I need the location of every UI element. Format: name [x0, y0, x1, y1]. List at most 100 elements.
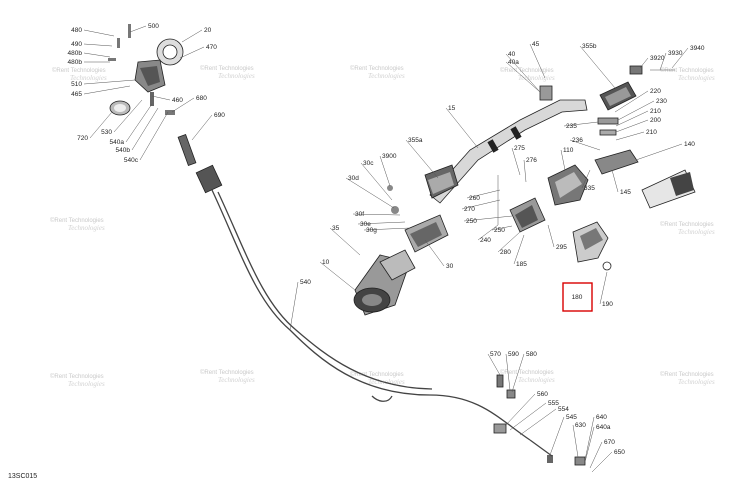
callout-545: 545: [566, 414, 577, 421]
watermark-line2: Technologies: [678, 74, 715, 82]
callout-35: 35: [332, 225, 340, 232]
leader-680: [171, 97, 195, 113]
leader-540b: [131, 107, 159, 151]
callout-236: 236: [572, 137, 583, 144]
leader-260: [466, 189, 501, 199]
leader-530: [113, 99, 143, 133]
housing-180-face: [580, 228, 603, 250]
leader-30d: [345, 177, 395, 209]
callout-580: 580: [526, 351, 537, 358]
leader-40a: [505, 61, 541, 93]
leader-275: [511, 147, 521, 176]
callout-560: 560: [537, 391, 548, 398]
pin-460: [150, 92, 154, 106]
callout-30e: 30e: [360, 221, 371, 228]
leader-510: [83, 79, 136, 85]
highlighted-callout-label: 180: [572, 294, 583, 301]
watermark-line2: Technologies: [68, 224, 105, 232]
callout-470: 470: [206, 44, 217, 51]
callout-640a: 640a: [596, 424, 611, 431]
callout-490: 490: [71, 41, 82, 48]
callout-295: 295: [556, 244, 567, 251]
lever-140: [594, 149, 639, 175]
callout-540: 540: [300, 279, 311, 286]
callout-40a: 40a: [508, 59, 519, 66]
callout-10: 10: [322, 259, 330, 266]
washer-200: [599, 129, 617, 136]
leader-45: [529, 43, 546, 79]
callout-335: 335: [584, 185, 595, 192]
leader-250b: [491, 225, 513, 231]
callout-630: 630: [575, 422, 586, 429]
leader-540c: [139, 111, 169, 161]
callout-720: 720: [77, 135, 88, 142]
watermark-line2: Technologies: [368, 72, 405, 80]
ring-inner: [162, 44, 178, 60]
watermark-line1: ©Rent Technologies: [50, 217, 104, 224]
callout-140: 140: [684, 141, 695, 148]
callout-185: 185: [516, 261, 527, 268]
leader-630: [572, 424, 579, 458]
leader-210b: [615, 131, 645, 141]
clamp-40: [539, 85, 553, 101]
watermark-line1: ©Rent Technologies: [200, 369, 254, 376]
leader-590: [505, 353, 511, 391]
leader-200: [615, 119, 649, 133]
callout-200: 200: [650, 117, 661, 124]
leader-30c: [360, 162, 393, 201]
leader-3930: [659, 52, 667, 71]
leader-490: [83, 43, 113, 47]
callout-680: 680: [196, 95, 207, 102]
callout-460: 460: [172, 97, 183, 104]
leader-30e: [357, 221, 406, 225]
leader-185: [513, 234, 525, 265]
watermark-line1: ©Rent Technologies: [350, 371, 404, 378]
callout-480: 480: [71, 27, 82, 34]
cover-inner: [114, 104, 126, 112]
lever-assembly-top-left: [108, 24, 223, 194]
callout-210: 210: [650, 108, 661, 115]
drawing-code: 13SC015: [8, 473, 37, 480]
master-cylinder-clamp: [379, 249, 416, 281]
right-control-group: [497, 117, 696, 271]
leader-480b: [83, 52, 111, 58]
switch-housing-left: [387, 185, 449, 253]
callout-500: 500: [148, 23, 159, 30]
callout-40: 40: [508, 51, 516, 58]
leader-554: [519, 408, 557, 436]
callout-280: 280: [500, 249, 511, 256]
callout-230: 230: [656, 98, 667, 105]
callout-270: 270: [464, 206, 475, 213]
callout-45: 45: [532, 41, 540, 48]
leader-250: [463, 215, 513, 222]
callout-15: 15: [448, 105, 456, 112]
callout-30g: 30g: [366, 227, 377, 234]
leader-570: [487, 353, 501, 376]
leader-276: [523, 159, 527, 183]
reservoir-cap: [362, 294, 382, 306]
callout-690: 690: [214, 112, 225, 119]
leader-20: [181, 29, 203, 43]
watermark-line2: Technologies: [678, 378, 715, 386]
master-cylinder-10: [353, 249, 416, 316]
callout-540c: 540c: [124, 157, 139, 164]
leader-540: [289, 281, 299, 331]
callout-3900: 3900: [382, 153, 397, 160]
leader-540a: [125, 103, 153, 143]
leader-210: [615, 110, 649, 127]
fitting-630: [574, 456, 586, 466]
leader-555: [509, 402, 547, 431]
watermark-line2: Technologies: [518, 74, 555, 82]
callout-275: 275: [514, 145, 525, 152]
screw-490: [117, 38, 120, 48]
callout-540b: 540b: [116, 147, 131, 154]
screw-500: [128, 24, 131, 38]
callout-220: 220: [650, 88, 661, 95]
leader-3940: [671, 47, 689, 69]
watermark-line1: ©Rent Technologies: [350, 65, 404, 72]
lever-housing-shade: [140, 66, 160, 86]
leader-lines: [83, 25, 689, 473]
callout-240: 240: [480, 237, 491, 244]
